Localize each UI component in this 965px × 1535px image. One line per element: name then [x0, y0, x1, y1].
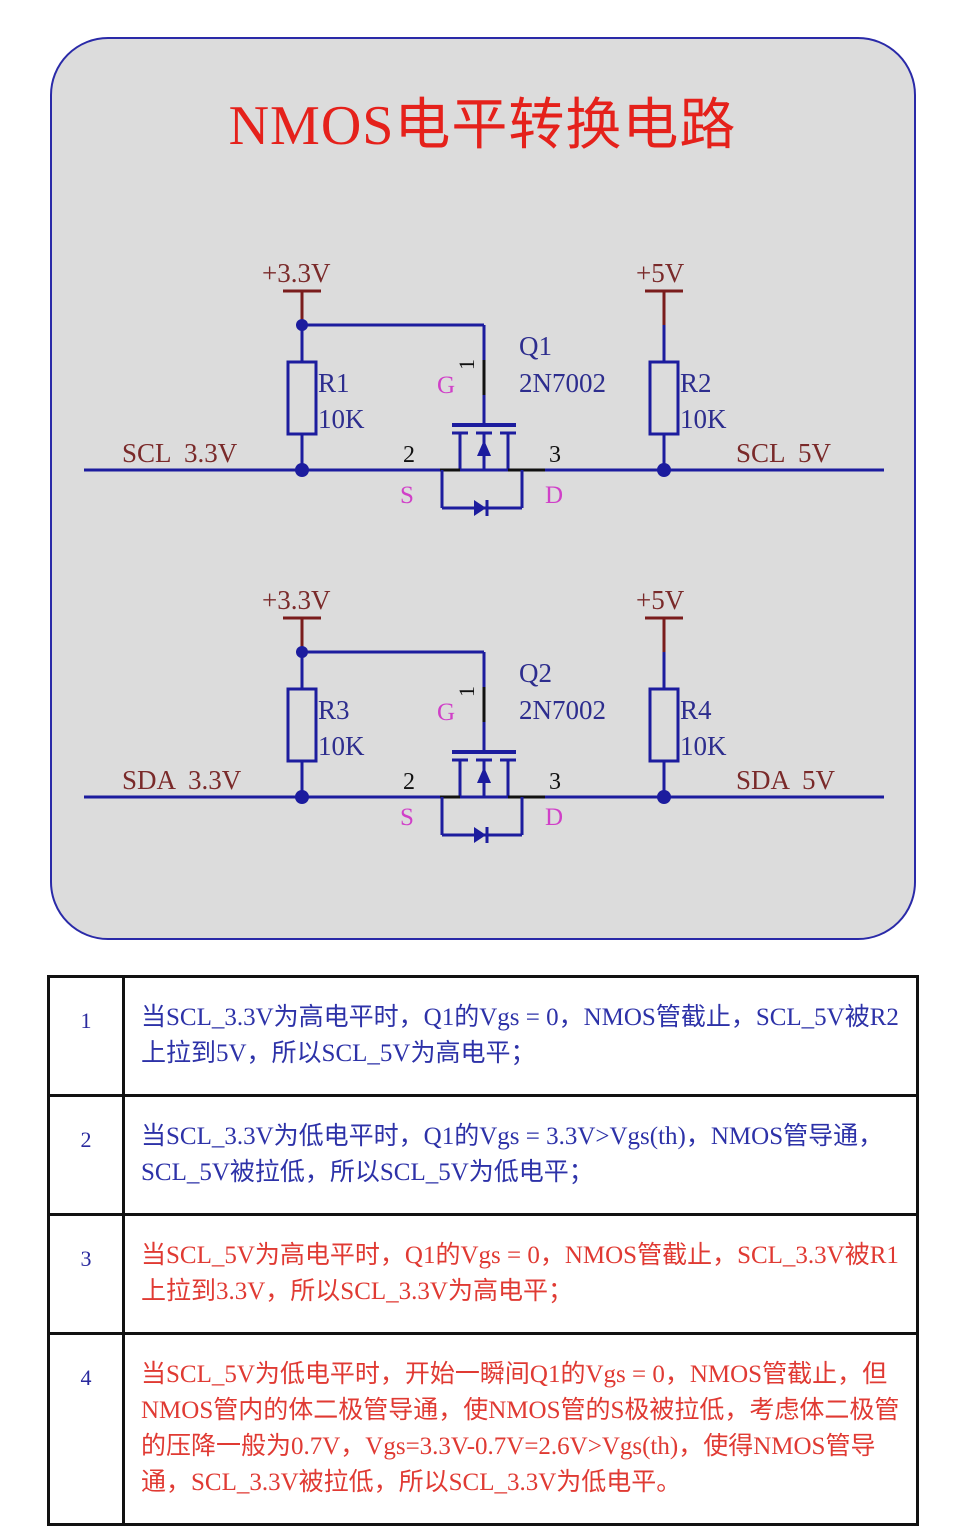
circuit-q1-graphic: [82, 289, 886, 518]
vhigh-label: +5V: [636, 585, 685, 615]
net-left-label: SCL 3.3V: [122, 438, 238, 468]
source-letter: S: [400, 482, 414, 509]
vlow-label: +3.3V: [262, 258, 331, 288]
resistor-right-value: 10K: [680, 731, 727, 761]
table-row: 2 当SCL_3.3V为低电平时，Q1的Vgs = 3.3V>Vgs(th)，N…: [47, 1094, 919, 1216]
net-right-label: SDA 5V: [736, 765, 836, 795]
pin-drain-number: 3: [549, 442, 561, 468]
row-number: 2: [47, 1094, 125, 1216]
row-text: 当SCL_5V为低电平时，开始一瞬间Q1的Vgs = 0，NMOS管截止，但NM…: [122, 1332, 919, 1526]
resistor-right-name: R2: [680, 368, 712, 398]
resistor-left-value: 10K: [318, 404, 365, 434]
gate-letter: G: [437, 699, 455, 726]
resistor-left-value: 10K: [318, 731, 365, 761]
pin-source-number: 2: [403, 769, 415, 795]
drain-letter: D: [545, 482, 563, 509]
row-text: 当SCL_3.3V为低电平时，Q1的Vgs = 3.3V>Vgs(th)，NMO…: [122, 1094, 919, 1216]
pin-source-number: 2: [403, 442, 415, 468]
vhigh-label: +5V: [636, 258, 685, 288]
transistor-part: 2N7002: [519, 695, 606, 725]
schematic-diagram: +3.3V +5V Q1 2N7002 R1 10K R2 10K SCL 3.…: [82, 258, 886, 845]
transistor-name: Q2: [519, 658, 552, 688]
table-row: 1 当SCL_3.3V为高电平时，Q1的Vgs = 0，NMOS管截止，SCL_…: [47, 975, 919, 1097]
vlow-label: +3.3V: [262, 585, 331, 615]
drain-letter: D: [545, 804, 563, 831]
circuit-q2-graphic: [82, 616, 886, 845]
net-right-label: SCL 5V: [736, 438, 832, 468]
resistor-right-value: 10K: [680, 404, 727, 434]
transistor-part: 2N7002: [519, 368, 606, 398]
row-number: 1: [47, 975, 125, 1097]
table-row: 4 当SCL_5V为低电平时，开始一瞬间Q1的Vgs = 0，NMOS管截止，但…: [47, 1332, 919, 1526]
transistor-name: Q1: [519, 331, 552, 361]
resistor-left-name: R1: [318, 368, 350, 398]
net-left-label: SDA 3.3V: [122, 765, 242, 795]
pin-gate-number: 1: [454, 359, 479, 370]
source-letter: S: [400, 804, 414, 831]
pin-drain-number: 3: [549, 769, 561, 795]
row-number: 4: [47, 1332, 125, 1526]
row-text: 当SCL_5V为高电平时，Q1的Vgs = 0，NMOS管截止，SCL_3.3V…: [122, 1213, 919, 1335]
row-number: 3: [47, 1213, 125, 1335]
gate-letter: G: [437, 372, 455, 399]
resistor-left-name: R3: [318, 695, 350, 725]
row-text: 当SCL_3.3V为高电平时，Q1的Vgs = 0，NMOS管截止，SCL_5V…: [122, 975, 919, 1097]
table-row: 3 当SCL_5V为高电平时，Q1的Vgs = 0，NMOS管截止，SCL_3.…: [47, 1213, 919, 1335]
explanation-table: 1 当SCL_3.3V为高电平时，Q1的Vgs = 0，NMOS管截止，SCL_…: [47, 975, 919, 1526]
page-title: NMOS电平转换电路: [228, 95, 737, 157]
resistor-right-name: R4: [680, 695, 712, 725]
pin-gate-number: 1: [454, 686, 479, 697]
